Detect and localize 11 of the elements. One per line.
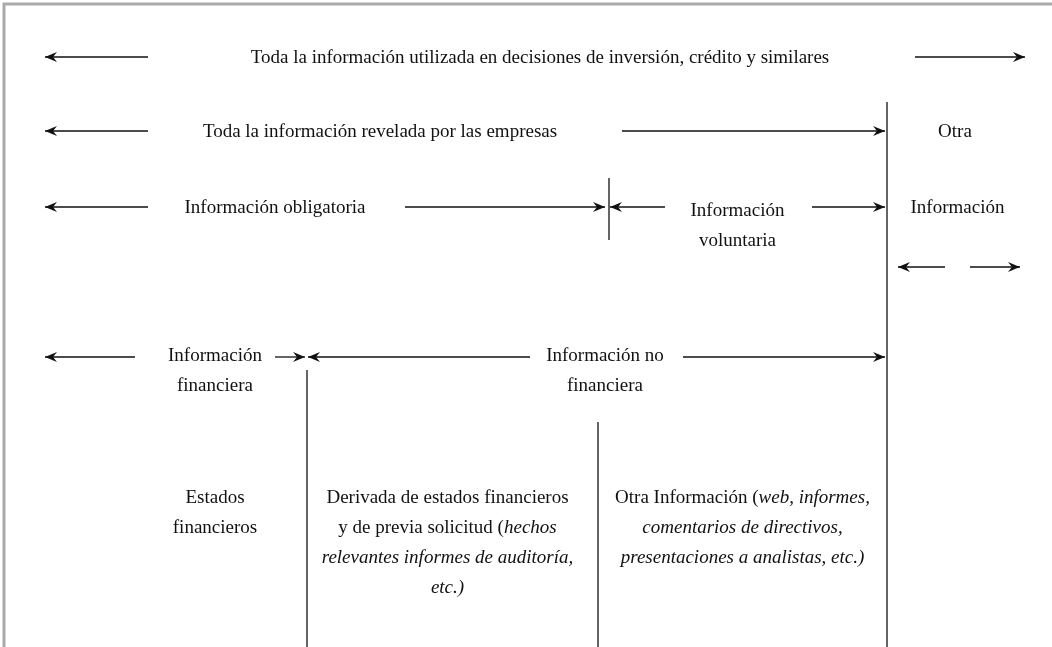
span-label: Otra Información (web, informes, comentarios de directivos, presentaciones a analistas, etc.) — [614, 485, 871, 569]
span-label: Estados financieros — [171, 485, 259, 539]
span-label: Información — [909, 195, 1006, 219]
span-label: Información obligatoria — [183, 195, 367, 219]
span-label: Información voluntaria — [689, 198, 786, 252]
span-label: Información financiera — [167, 343, 263, 397]
span-label: Toda la información revelada por las empresas — [201, 119, 559, 143]
span-label: Otra — [937, 119, 973, 143]
span-label: Derivada de estados financieros y de previa solicitud (hechos relevantes informes de auditoría, etc.) — [320, 485, 575, 599]
span-label: Información no financiera — [545, 343, 665, 397]
span-label: Toda la información utilizada en decisiones de inversión, crédito y similares — [249, 45, 831, 69]
